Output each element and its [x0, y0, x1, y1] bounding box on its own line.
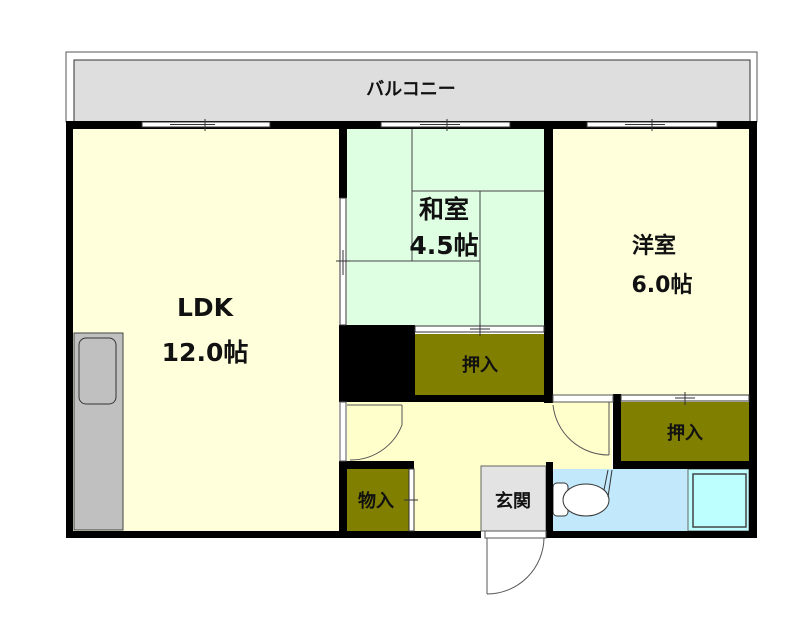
balcony-label: バルコニー — [366, 79, 456, 100]
closet-yoshitsu-label: 押入 — [667, 422, 703, 444]
washbasin-icon — [692, 473, 747, 528]
kitchen-counter — [73, 332, 124, 531]
pillar — [339, 325, 415, 400]
kitchen-sink-icon — [78, 337, 117, 405]
toilet-icon — [552, 469, 613, 517]
closet-doors — [404, 324, 750, 532]
tatami-lines — [340, 128, 544, 334]
room-yoshitsu — [553, 128, 749, 395]
yoshitsu-size: 6.0帖 — [632, 273, 693, 298]
washitsu-size: 4.5帖 — [409, 231, 478, 260]
ldk-name: LDK — [177, 293, 235, 322]
swing-doors — [339, 394, 614, 595]
closet-washitsu-label: 押入 — [462, 354, 498, 376]
closet-washitsu — [415, 334, 544, 395]
ldk-size: 12.0帖 — [162, 338, 249, 367]
yoshitsu-name: 洋室 — [632, 233, 676, 259]
room-labels: LDK 12.0帖 和室 4.5帖 洋室 6.0帖 押入 押入 物入 玄関 — [162, 195, 703, 512]
windows — [141, 119, 718, 131]
closet-yoshitsu — [621, 402, 749, 461]
sliding-door-washitsu — [336, 197, 350, 326]
room-washitsu — [347, 128, 544, 326]
closet-monoire-label: 物入 — [358, 490, 394, 512]
entrance-floor — [480, 465, 547, 532]
closet-monoire — [347, 469, 409, 531]
washitsu-name: 和室 — [419, 195, 469, 224]
entrance-label: 玄関 — [495, 490, 531, 512]
balcony: バルコニー — [65, 51, 758, 123]
